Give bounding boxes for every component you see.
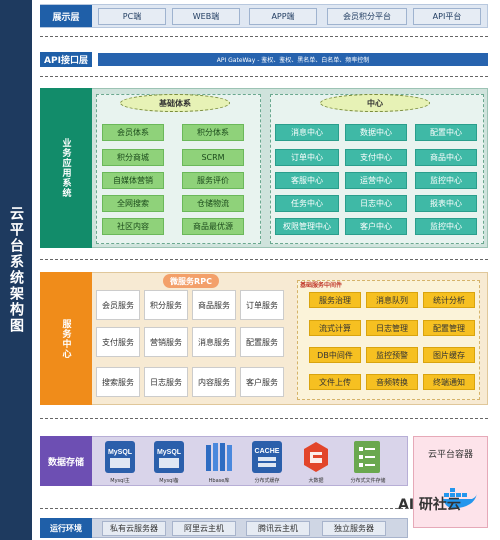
service-item: 日志服务	[144, 367, 188, 397]
center-item: 任务中心	[275, 195, 339, 212]
middleware-item: 图片缓存	[423, 347, 475, 363]
divider	[40, 36, 488, 37]
basic-item: 全网搜索	[102, 195, 164, 212]
divider	[40, 259, 488, 260]
storage-caption: Hbase库	[208, 478, 230, 484]
api-layer-label: API接口层	[40, 52, 92, 67]
divider	[40, 418, 488, 419]
middleware-item: 监控预警	[366, 347, 418, 363]
cloud-container-title: 云平台容器	[427, 450, 473, 460]
display-layer-label: 展示层	[40, 5, 92, 27]
basic-item: 服务评价	[182, 172, 244, 189]
middleware-item: 服务治理	[309, 292, 361, 308]
center-title: 中心	[320, 94, 430, 112]
storage-caption: 分布式文件存储	[350, 478, 386, 484]
center-item: 日志中心	[345, 195, 407, 212]
basic-item: 仓储物流	[182, 195, 244, 212]
file-storage-icon	[354, 441, 380, 473]
basic-item: 积分商城	[102, 149, 164, 166]
service-item: 营销服务	[144, 327, 188, 357]
mysql-icon: MySQL	[105, 441, 135, 473]
display-item-pc: PC端	[98, 8, 166, 25]
mysql-name: MySQL	[157, 449, 182, 456]
business-layer-label: 业务应用系统	[40, 88, 92, 248]
center-item: 监控中心	[415, 218, 477, 235]
mysql-name: MySQL	[108, 449, 133, 456]
data-storage-label: 数据存储	[40, 436, 92, 486]
basic-item: 会员体系	[102, 124, 164, 141]
middleware-title: 基础服务中间件	[300, 282, 343, 289]
runtime-item: 阿里云主机	[172, 521, 236, 536]
center-item: 客服中心	[275, 172, 339, 189]
service-item: 积分服务	[144, 290, 188, 320]
basic-item: 自媒体营销	[102, 172, 164, 189]
service-item: 消息服务	[192, 327, 236, 357]
runtime-item: 独立服务器	[322, 521, 386, 536]
cache-icon: CACHE	[252, 441, 282, 473]
storage-caption: Mysql备	[159, 478, 179, 484]
display-item-member-points: 会员积分平台	[327, 8, 407, 25]
center-item: 监控中心	[415, 172, 477, 189]
middleware-item: 流式计算	[309, 320, 361, 336]
basic-item: 商品最优源	[182, 218, 244, 235]
watermark-text: AI 研社云	[398, 497, 461, 513]
side-title: 云平台系统架构图	[0, 0, 32, 540]
display-item-api-platform: API平台	[413, 8, 481, 25]
center-item: 订单中心	[275, 149, 339, 166]
display-item-app: APP端	[249, 8, 317, 25]
runtime-label: 运行环境	[40, 518, 92, 538]
service-item: 会员服务	[96, 290, 140, 320]
service-center-label: 服务中心	[40, 272, 92, 405]
middleware-item: 文件上传	[309, 374, 361, 390]
center-item: 消息中心	[275, 124, 339, 141]
center-item: 支付中心	[345, 149, 407, 166]
hbase-icon	[205, 441, 233, 473]
center-item: 客户中心	[345, 218, 407, 235]
middleware-item: 日志管理	[366, 320, 418, 336]
middleware-item: 消息队列	[366, 292, 418, 308]
center-item: 运营中心	[345, 172, 407, 189]
center-item: 商品中心	[415, 149, 477, 166]
display-item-web: WEB端	[172, 8, 240, 25]
center-item: 权限管理中心	[275, 218, 339, 235]
middleware-item: 终端通知	[423, 374, 475, 390]
divider	[40, 508, 408, 509]
cloud-container-box	[413, 436, 488, 528]
storage-caption: Mysql主	[110, 478, 130, 484]
rpc-badge: 微服务RPC	[163, 274, 219, 288]
docker-whale-icon	[442, 486, 478, 510]
middleware-item: DB中间件	[309, 347, 361, 363]
service-item: 订单服务	[240, 290, 284, 320]
middleware-item: 音频转换	[366, 374, 418, 390]
service-item: 搜索服务	[96, 367, 140, 397]
basic-item: 积分体系	[182, 124, 244, 141]
basic-item: SCRM	[182, 149, 244, 166]
center-item: 配置中心	[415, 124, 477, 141]
center-item: 报表中心	[415, 195, 477, 212]
basic-item: 社区内容	[102, 218, 164, 235]
service-item: 内容服务	[192, 367, 236, 397]
middleware-item: 配置管理	[423, 320, 475, 336]
basic-system-title: 基础体系	[120, 94, 230, 112]
service-item: 客户服务	[240, 367, 284, 397]
divider	[40, 76, 488, 77]
runtime-item: 私有云服务器	[102, 521, 166, 536]
cache-name: CACHE	[255, 448, 280, 455]
runtime-item: 腾讯云主机	[246, 521, 310, 536]
api-gateway-bar: API GateWay - 鉴权、鉴权、黑名单、白名单、频率控制	[98, 53, 488, 66]
mysql-icon: MySQL	[154, 441, 184, 473]
service-item: 商品服务	[192, 290, 236, 320]
storage-caption: 分布式缓存	[254, 478, 280, 484]
center-item: 数据中心	[345, 124, 407, 141]
middleware-item: 统计分析	[423, 292, 475, 308]
service-item: 配置服务	[240, 327, 284, 357]
service-item: 支付服务	[96, 327, 140, 357]
bigdata-icon	[303, 441, 329, 473]
storage-caption: 大数据	[308, 478, 324, 484]
